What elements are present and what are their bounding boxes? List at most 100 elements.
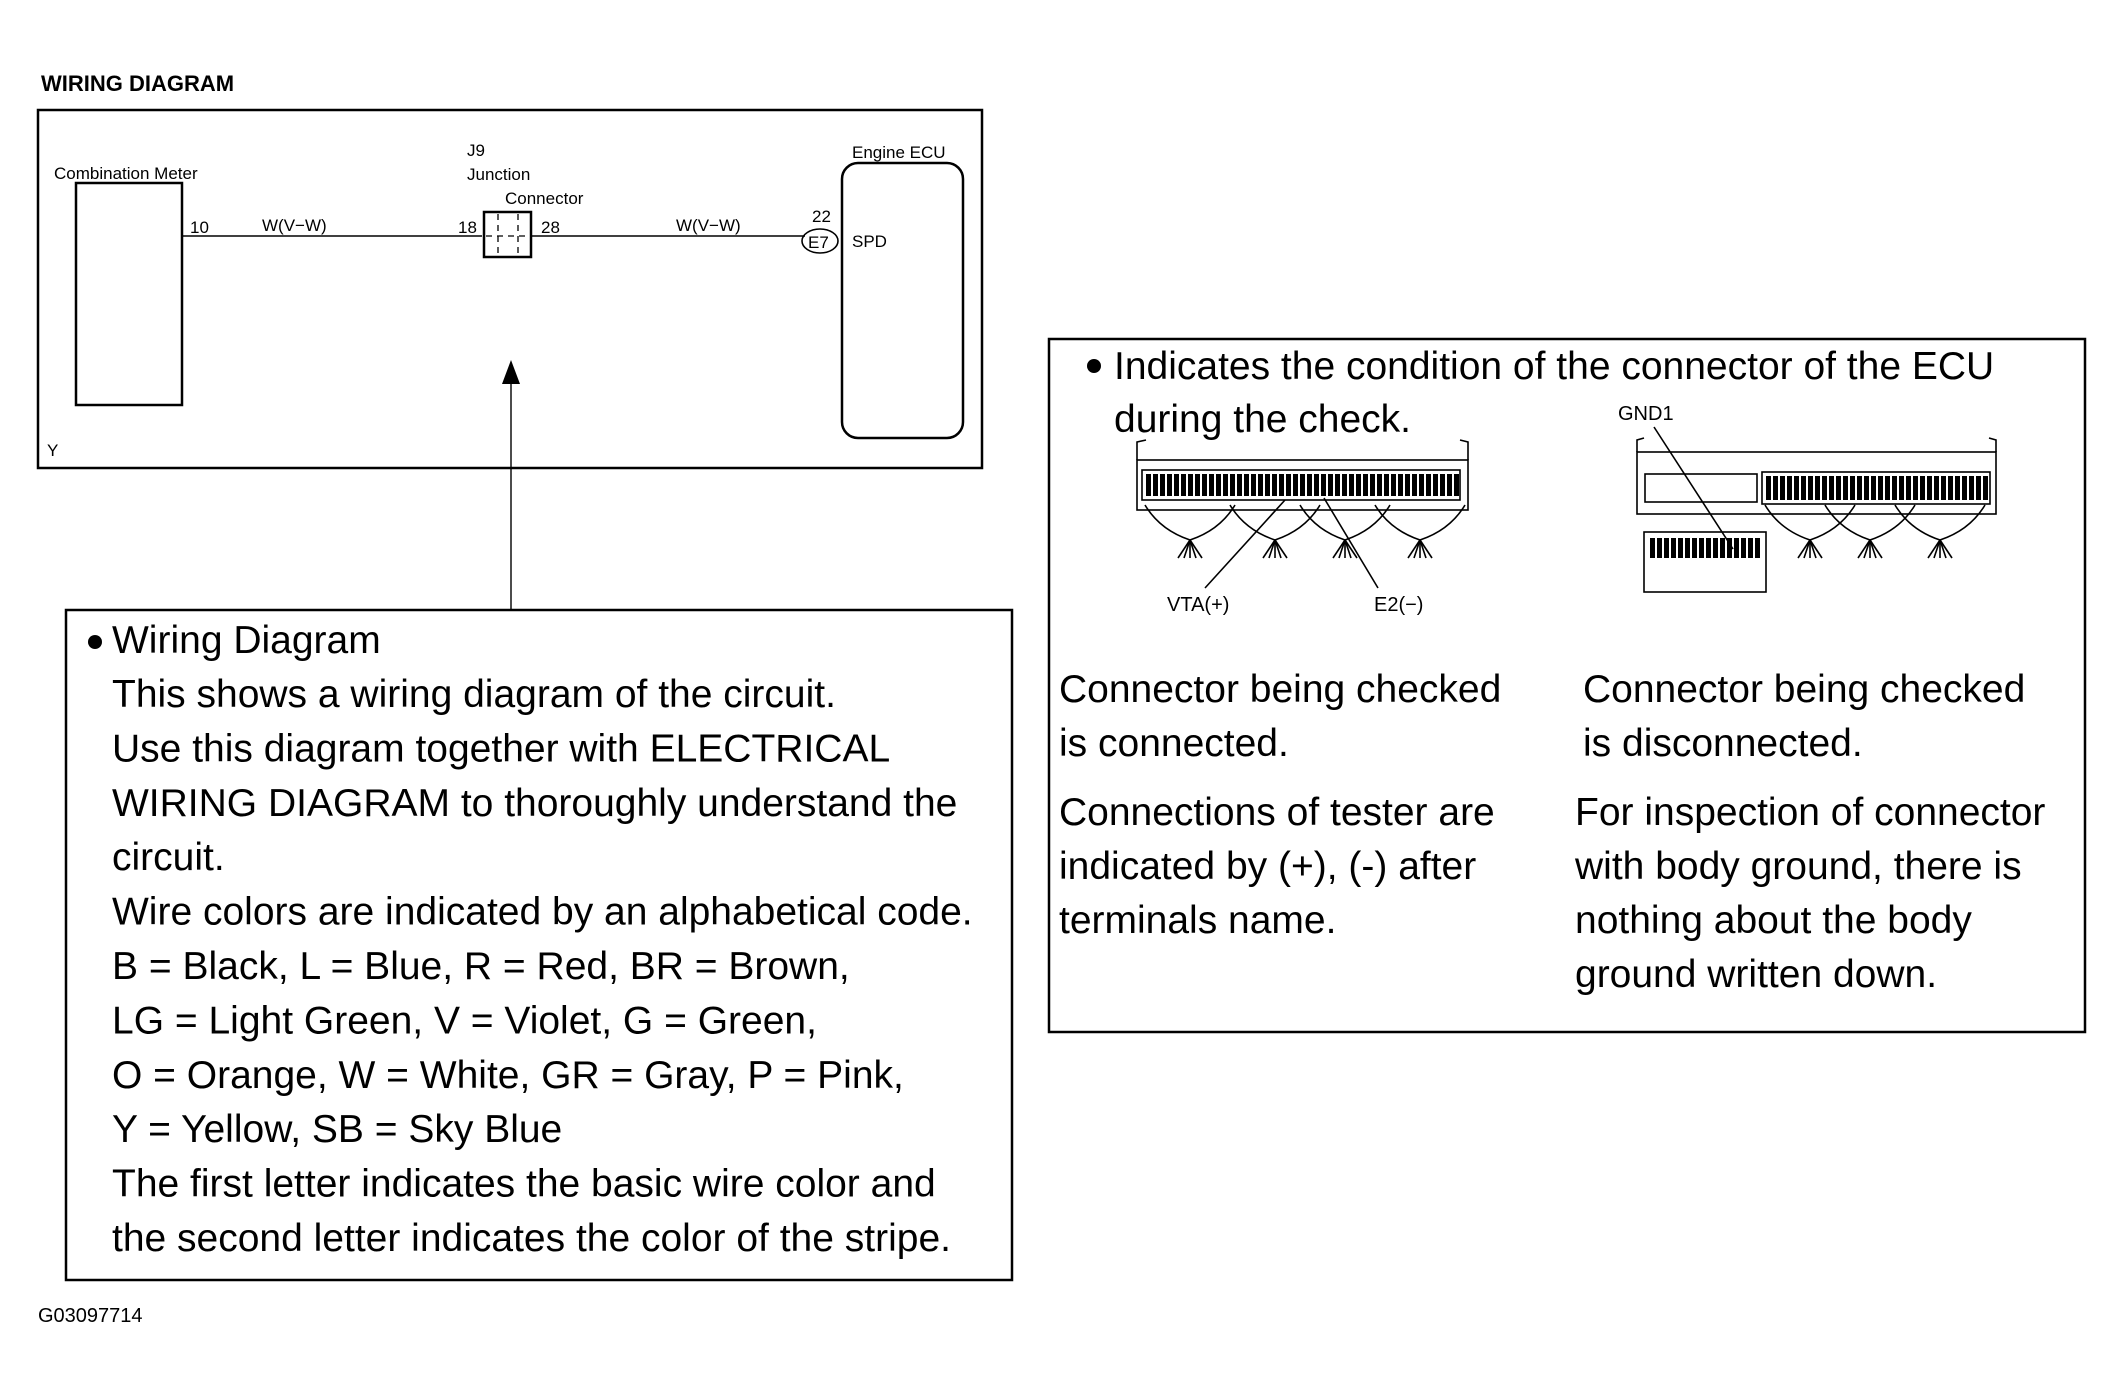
- connector-pin: [1300, 474, 1305, 496]
- connector-pin: [1734, 538, 1739, 558]
- wire-bundle: [1229, 504, 1276, 541]
- wire-strand: [1869, 539, 1877, 559]
- connector-pin: [1321, 474, 1326, 496]
- connector-pin: [1843, 476, 1848, 500]
- wire-strand: [1274, 539, 1288, 559]
- wiring-note-line: The first letter indicates the basic wir…: [112, 1163, 936, 1206]
- wire-strand: [1933, 539, 1941, 559]
- connector-pin: [1209, 474, 1214, 496]
- connector-pin: [1454, 474, 1459, 496]
- wiring-note-title: Wiring Diagram: [112, 619, 381, 662]
- connected-text-line: terminals name.: [1059, 899, 1336, 942]
- wiring-note-line: Wire colors are indicated by an alphabet…: [112, 891, 973, 934]
- connector-pin: [1801, 476, 1806, 500]
- wire-bundle: [1824, 504, 1871, 541]
- combination-meter-label: Combination Meter: [54, 164, 198, 183]
- wire-strand: [1939, 539, 1947, 559]
- wire-bundle: [1299, 504, 1346, 541]
- wire-strand: [1183, 539, 1191, 559]
- wire-strand: [1803, 539, 1811, 559]
- connector-pin: [1433, 474, 1438, 496]
- disconnected-connector-illustration: [1636, 426, 1997, 593]
- connector-pin: [1766, 476, 1771, 500]
- connector-pin: [1398, 474, 1403, 496]
- wiring-note-box: [64, 608, 1014, 1282]
- connector-pin: [1377, 474, 1382, 496]
- wire-bundle: [1419, 504, 1466, 541]
- wiring-note-line: This shows a wiring diagram of the circu…: [112, 673, 836, 716]
- wire-strand: [1344, 539, 1352, 559]
- connector-pin: [1328, 474, 1333, 496]
- connector-pin: [1363, 474, 1368, 496]
- wire-strand: [1809, 539, 1817, 559]
- connector-pin: [1692, 538, 1697, 558]
- wire-strand: [1869, 539, 1883, 559]
- wire-label-1: W(V−W): [262, 216, 327, 235]
- wire-strand: [1809, 539, 1823, 559]
- connector-pin: [1265, 474, 1270, 496]
- wire-strand: [1344, 539, 1358, 559]
- wiring-note-line: B = Black, L = Blue, R = Red, BR = Brown…: [112, 945, 850, 988]
- connector-pin: [1962, 476, 1967, 500]
- connector-pin: [1948, 476, 1953, 500]
- connector-pin: [1230, 474, 1235, 496]
- spd-terminal: SPD: [852, 232, 887, 251]
- wire-strand: [1274, 539, 1282, 559]
- wire-strand: [1857, 539, 1871, 559]
- ecu-connector-mark: [801, 228, 839, 254]
- connector-pin: [1195, 474, 1200, 496]
- connector-pin: [1727, 538, 1732, 558]
- connector-pin: [1850, 476, 1855, 500]
- connector-pin: [1237, 474, 1242, 496]
- ecu-pin: 22: [812, 207, 831, 226]
- connector-pin: [1899, 476, 1904, 500]
- disconnected-text-line: is disconnected.: [1583, 722, 1863, 765]
- connector-pin: [1780, 476, 1785, 500]
- wire-bundle: [1374, 504, 1421, 541]
- connector-pin: [1188, 474, 1193, 496]
- bullet-icon: [88, 635, 102, 649]
- wiring-note-lines: This shows a wiring diagram of the circu…: [112, 673, 973, 1260]
- connector-pin: [1808, 476, 1813, 500]
- wire-strand: [1419, 539, 1433, 559]
- connector-pin: [1335, 474, 1340, 496]
- connector-pin: [1969, 476, 1974, 500]
- connector-pin: [1934, 476, 1939, 500]
- connector-pin: [1146, 474, 1151, 496]
- wire-strand: [1797, 539, 1811, 559]
- meter-pin: 10: [190, 218, 209, 237]
- junction-id: J9: [467, 141, 485, 160]
- wire-bundle: [1274, 504, 1321, 541]
- wiring-note-line: circuit.: [112, 836, 225, 879]
- connector-pin: [1787, 476, 1792, 500]
- connector-pin: [1370, 474, 1375, 496]
- connector-pin: [1405, 474, 1410, 496]
- connector-pin: [1941, 476, 1946, 500]
- connector-pin: [1864, 476, 1869, 500]
- connector-pin: [1885, 476, 1890, 500]
- connector-pin: [1829, 476, 1834, 500]
- connector-pin: [1927, 476, 1932, 500]
- connector-note-box: [1047, 337, 2087, 1034]
- wire-strand: [1338, 539, 1346, 559]
- connector-pin: [1755, 538, 1760, 558]
- connector-pin: [1741, 538, 1746, 558]
- connector-pin: [1748, 538, 1753, 558]
- connector-note-title-line1: Indicates the condition of the connector…: [1114, 345, 1994, 388]
- connector-pin: [1293, 474, 1298, 496]
- connector-pin: [1871, 476, 1876, 500]
- connector-pin: [1815, 476, 1820, 500]
- connector-pin: [1167, 474, 1172, 496]
- connector-pin: [1349, 474, 1354, 496]
- connector-pin: [1650, 538, 1655, 558]
- connector-pin: [1216, 474, 1221, 496]
- disconnected-text-line: with body ground, there is: [1574, 845, 2022, 888]
- connector-pin: [1160, 474, 1165, 496]
- connector-pin: [1892, 476, 1897, 500]
- connector-pin: [1279, 474, 1284, 496]
- connector-pin: [1447, 474, 1452, 496]
- wiring-note-line: the second letter indicates the color of…: [112, 1217, 951, 1260]
- connector-pin: [1258, 474, 1263, 496]
